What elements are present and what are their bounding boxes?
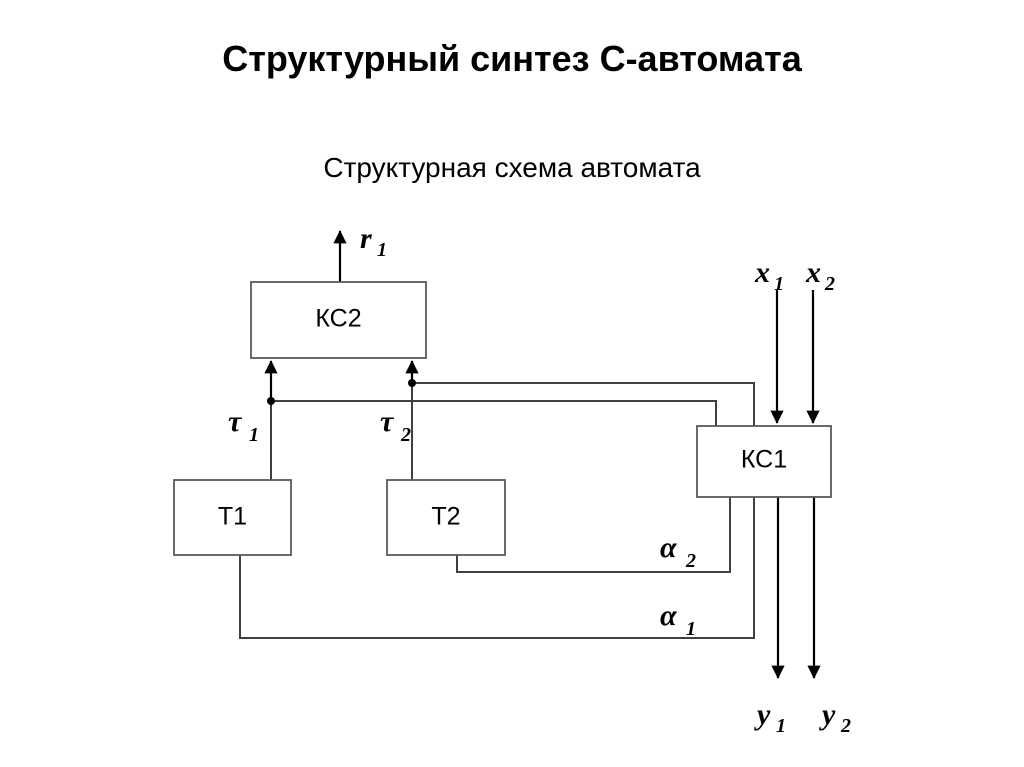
signal-tau1-base: τ — [228, 405, 243, 438]
signal-tau1-sub: 1 — [249, 424, 259, 446]
signal-label-tau2: τ 2 — [380, 405, 411, 446]
signal-alpha2-base: α — [660, 531, 677, 564]
signal-label-alpha2: α 2 — [660, 531, 696, 572]
block-kc2-label: КС2 — [315, 305, 361, 333]
wire-tau2 — [405, 360, 755, 480]
signal-alpha1-sub: 1 — [686, 618, 696, 640]
signal-label-y1: y 1 — [754, 698, 786, 737]
subtitle: Структурная схема автомата — [323, 152, 701, 183]
wire-alpha1-feedback — [239, 497, 755, 639]
signal-label-x2: x 2 — [805, 256, 835, 295]
block-t2[interactable]: T2 — [386, 479, 506, 556]
signal-alpha2-sub: 2 — [685, 550, 696, 572]
signal-y1-base: y — [754, 698, 771, 731]
signal-label-y2: y 2 — [819, 698, 851, 737]
block-t1-label: T1 — [218, 503, 247, 531]
signal-x1-base: x — [754, 256, 770, 289]
signal-y1-sub: 1 — [776, 715, 786, 737]
signal-r1-base: r — [360, 222, 372, 255]
signal-x2-base: x — [805, 256, 821, 289]
signal-x2-sub: 2 — [824, 273, 835, 295]
block-kc2[interactable]: КС2 — [250, 281, 427, 359]
wire-tau1 — [264, 360, 717, 480]
signal-label-tau1: τ 1 — [228, 405, 259, 446]
signal-y2-base: y — [819, 698, 836, 731]
signal-y2-sub: 2 — [840, 715, 851, 737]
junction-dot-tau1 — [267, 397, 275, 405]
signal-label-x1: x 1 — [754, 256, 784, 295]
signal-r1-sub: 1 — [377, 239, 387, 261]
junction-dot-tau2 — [408, 379, 416, 387]
signal-label-alpha1: α 1 — [660, 599, 696, 640]
block-t2-label: T2 — [431, 503, 460, 531]
signal-label-r1: r 1 — [360, 222, 387, 261]
signal-x1-sub: 1 — [774, 273, 784, 295]
signal-alpha1-base: α — [660, 599, 677, 632]
block-kc1[interactable]: КС1 — [696, 425, 832, 498]
signal-tau2-base: τ — [380, 405, 395, 438]
signal-tau2-sub: 2 — [400, 424, 411, 446]
wire-alpha2-feedback — [456, 497, 731, 573]
block-t1[interactable]: T1 — [173, 479, 292, 556]
block-kc1-label: КС1 — [741, 446, 787, 474]
page-title: Структурный синтез С-автомата — [222, 38, 802, 79]
